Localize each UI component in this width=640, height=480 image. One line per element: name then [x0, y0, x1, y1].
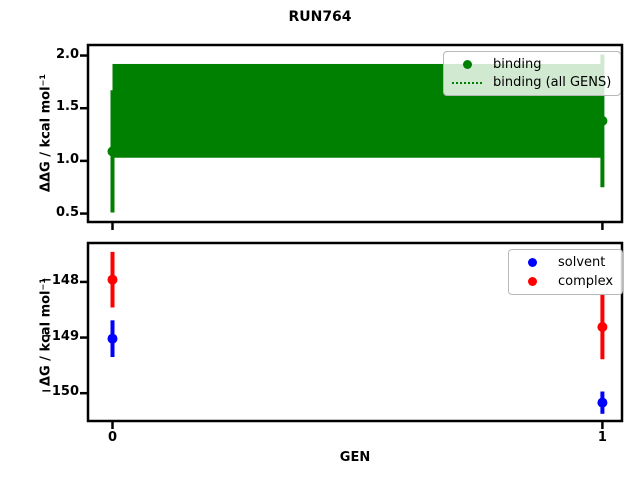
legend-dotted-line-marker	[452, 81, 482, 84]
legend-binding-panel: binding binding (all GENS)	[443, 51, 622, 96]
data-point-complex	[597, 321, 608, 332]
data-point-binding	[597, 115, 608, 126]
legend-dot-marker	[452, 60, 482, 69]
data-point-complex	[107, 274, 118, 285]
y-tick-label: −150	[40, 384, 79, 400]
legend-item-complex: complex	[517, 274, 613, 289]
axes-spines	[86, 241, 624, 423]
legend-free-energy-panel: solvent complex	[508, 249, 624, 295]
y-tick-label: −149	[40, 328, 79, 344]
axes-spines	[86, 43, 624, 224]
y-tick-label: −148	[40, 272, 79, 288]
data-point-binding	[107, 146, 118, 157]
legend-label-complex: complex	[558, 273, 614, 289]
legend-label-solvent: solvent	[558, 255, 606, 271]
y-tick-label: 2.0	[55, 46, 79, 62]
figure-title: RUN764	[288, 9, 352, 25]
binding-dot-icon	[462, 60, 472, 69]
complex-dot-icon	[527, 276, 537, 286]
y-tick-label: 1.5	[55, 99, 79, 115]
data-point-solvent	[107, 333, 118, 344]
legend-label-binding: binding	[493, 57, 542, 72]
x-axis-label-gen: GEN	[339, 450, 371, 465]
dotted-line-icon	[452, 81, 482, 84]
y-tick-label: 0.5	[55, 204, 79, 220]
solvent-dot-icon	[527, 258, 537, 268]
y-tick-label: 1.0	[55, 151, 79, 167]
legend-item-solvent: solvent	[517, 255, 613, 270]
legend-dot-marker	[517, 258, 547, 268]
data-point-solvent	[597, 397, 608, 408]
legend-label-binding-all-gens: binding (all GENS)	[493, 75, 612, 90]
legend-item-binding: binding	[452, 57, 611, 72]
legend-dot-marker	[517, 276, 547, 286]
y-axis-label-ddg: ΔΔG / kcal mol⁻¹	[38, 73, 54, 193]
y-axis-label-dg: ΔG / kcal mol⁻¹	[38, 277, 54, 387]
legend-item-binding-all-gens: binding (all GENS)	[452, 75, 611, 90]
x-tick-label: 1	[597, 430, 607, 445]
x-tick-label: 0	[107, 430, 117, 445]
